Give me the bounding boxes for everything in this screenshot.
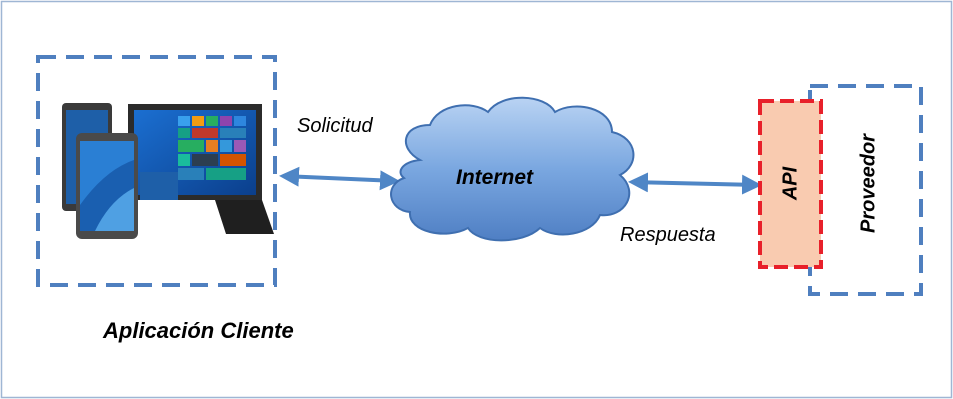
- devices-image: [62, 103, 274, 239]
- api-box: [758, 99, 823, 269]
- internet-cloud-icon: [390, 96, 635, 242]
- internet-label: Internet: [456, 166, 534, 189]
- client-dashed-box: [36, 55, 277, 287]
- request-arrow: [279, 166, 400, 191]
- request-label: Solicitud: [297, 115, 373, 137]
- response-arrow: [628, 172, 762, 195]
- api-label: API: [779, 166, 802, 201]
- client-label: Aplicación Cliente: [103, 318, 294, 343]
- response-label: Respuesta: [620, 224, 716, 246]
- provider-label: Proveedor: [857, 134, 880, 233]
